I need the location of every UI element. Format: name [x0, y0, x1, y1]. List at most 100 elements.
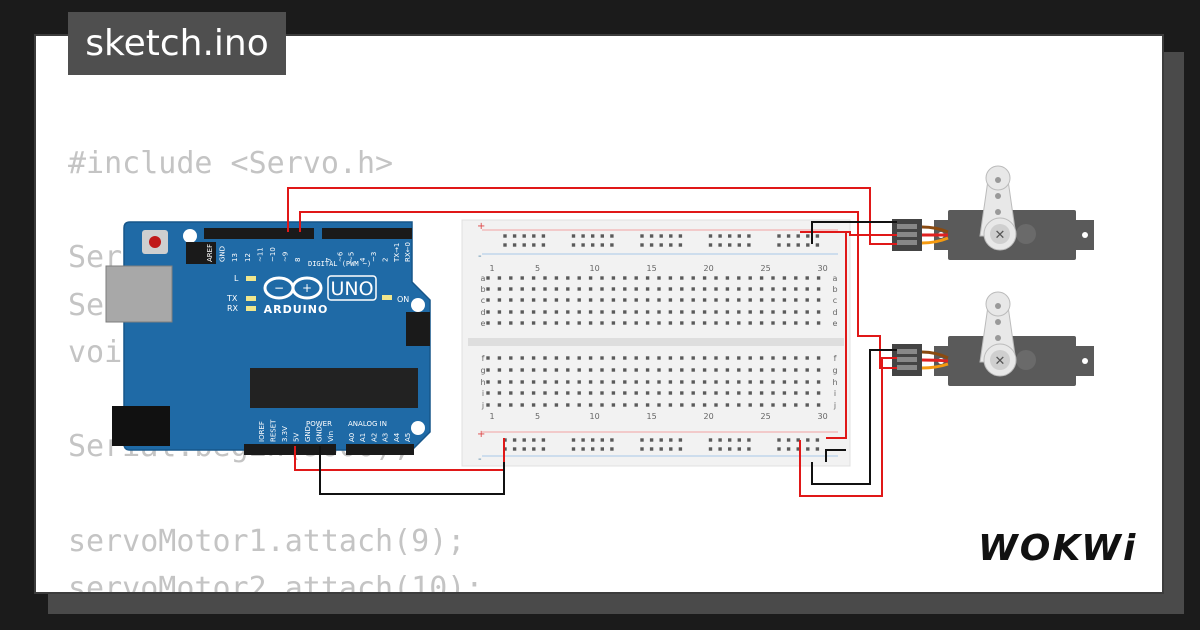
- wire-rail-servo2-power[interactable]: [799, 357, 897, 497]
- breadboard-hole: [657, 321, 661, 325]
- breadboard-hole: [691, 310, 695, 314]
- breadboard-hole: [543, 298, 547, 302]
- breadboard-hole: [816, 321, 821, 325]
- breadboard-hole: [623, 380, 627, 384]
- breadboard-hole: [623, 276, 627, 280]
- breadboard-hole: [725, 321, 730, 325]
- breadboard-hole: [759, 380, 764, 384]
- breadboard-hole: [634, 380, 638, 384]
- breadboard-hole: [759, 368, 764, 372]
- breadboard-hole: [786, 234, 791, 238]
- breadboard-hole: [588, 321, 593, 325]
- breadboard-hole: [503, 234, 507, 238]
- breadboard-hole: [611, 368, 616, 372]
- wire-5v-rail[interactable]: [294, 438, 505, 471]
- breadboard-hole: [728, 234, 732, 238]
- arduino-uno-board[interactable]: − + UNO ARDUINO ON L TX RX DIGITAL (PWM …: [105, 221, 431, 455]
- breadboard-hole: [520, 380, 524, 384]
- breadboard-hole: [748, 310, 752, 314]
- pin-label: A0: [348, 433, 356, 442]
- pin-label: IOREF: [258, 421, 266, 442]
- wire-pin10-servo1[interactable]: [287, 187, 897, 245]
- servo-motor-1[interactable]: ✕: [892, 165, 1094, 260]
- breadboard-hole: [737, 298, 741, 302]
- wire-rail-servo1-power[interactable]: [800, 231, 897, 236]
- row-letter: j: [481, 401, 484, 410]
- breadboard-hole: [747, 447, 751, 451]
- breadboard-hole: [657, 287, 661, 291]
- breadboard-hole: [554, 321, 559, 325]
- wire-rail-servo1-gnd[interactable]: [811, 221, 897, 244]
- pin-label: A5: [404, 433, 412, 442]
- wire-rail-servo2-gnd[interactable]: [811, 349, 897, 485]
- breadboard-hole: [531, 391, 536, 395]
- wire-rail-bridge-gnd[interactable]: [825, 449, 846, 462]
- pin-label: TX→1: [393, 243, 401, 263]
- breadboard-hole: [588, 380, 593, 384]
- breadboard-hole: [777, 438, 781, 442]
- breadboard-hole: [600, 276, 604, 280]
- arduino-infinity-icon: − +: [263, 276, 323, 300]
- breadboard-hole: [531, 310, 536, 314]
- breadboard-hole: [657, 310, 661, 314]
- breadboard-hole: [600, 403, 604, 407]
- breadboard-hole: [610, 438, 614, 442]
- breadboard-hole: [571, 234, 576, 238]
- analog-header: [346, 444, 414, 455]
- breadboard-hole: [678, 438, 683, 442]
- breadboard-hole: [566, 403, 570, 407]
- breadboard-hole: [702, 310, 707, 314]
- on-label: ON: [397, 295, 409, 304]
- breadboard-hole: [541, 447, 546, 451]
- breadboard-hole: [668, 391, 673, 395]
- breadboard-hole: [794, 403, 798, 407]
- breadboard-hole: [737, 380, 741, 384]
- breadboard-hole: [794, 287, 798, 291]
- breadboard-hole: [708, 243, 713, 247]
- breadboard-hole: [520, 368, 524, 372]
- breadboard-hole: [794, 380, 798, 384]
- breadboard-hole: [581, 447, 585, 451]
- breadboard-hole: [691, 368, 695, 372]
- breadboard-hole: [571, 447, 576, 451]
- breadboard-hole: [588, 287, 593, 291]
- breadboard-hole: [668, 321, 673, 325]
- breadboard-hole: [702, 356, 707, 360]
- wire-pin9-servo2[interactable]: [299, 211, 897, 369]
- pin-label: A1: [359, 433, 367, 442]
- breadboard-hole: [634, 321, 638, 325]
- breadboard-hole: [531, 276, 536, 280]
- breadboard-hole: [714, 380, 718, 384]
- breadboard-hole: [759, 298, 764, 302]
- row-letter: h: [832, 378, 837, 387]
- wire-rail-bridge-power[interactable]: [826, 232, 847, 439]
- arduino-brand: ARDUINO: [264, 303, 329, 316]
- breadboard-hole: [512, 234, 517, 238]
- breadboard-hole: [522, 438, 526, 442]
- breadboard-hole: [680, 368, 684, 372]
- breadboard-hole: [669, 438, 673, 442]
- wire-gnd-rail[interactable]: [319, 446, 505, 495]
- breadboard-hole: [543, 391, 547, 395]
- breadboard-hole: [794, 368, 798, 372]
- breadboard-hole: [748, 356, 752, 360]
- breadboard-hole: [645, 391, 650, 395]
- breadboard-hole: [782, 276, 787, 280]
- servo-motor-2[interactable]: ✕: [892, 291, 1094, 386]
- breadboard-hole: [759, 356, 764, 360]
- breadboard-hole: [728, 438, 732, 442]
- breadboard-hole: [577, 321, 581, 325]
- wires[interactable]: [287, 187, 897, 497]
- breadboard-hole: [725, 391, 730, 395]
- pin-label: RESET: [270, 419, 278, 442]
- breadboard-hole: [634, 403, 638, 407]
- breadboard-hole: [782, 321, 787, 325]
- breadboard-hole: [777, 234, 781, 238]
- breadboard-hole: [737, 310, 741, 314]
- breadboard-hole: [566, 356, 570, 360]
- file-tab[interactable]: sketch.ino: [68, 12, 286, 75]
- breadboard-hole: [571, 243, 576, 247]
- breadboard-hole: [748, 298, 752, 302]
